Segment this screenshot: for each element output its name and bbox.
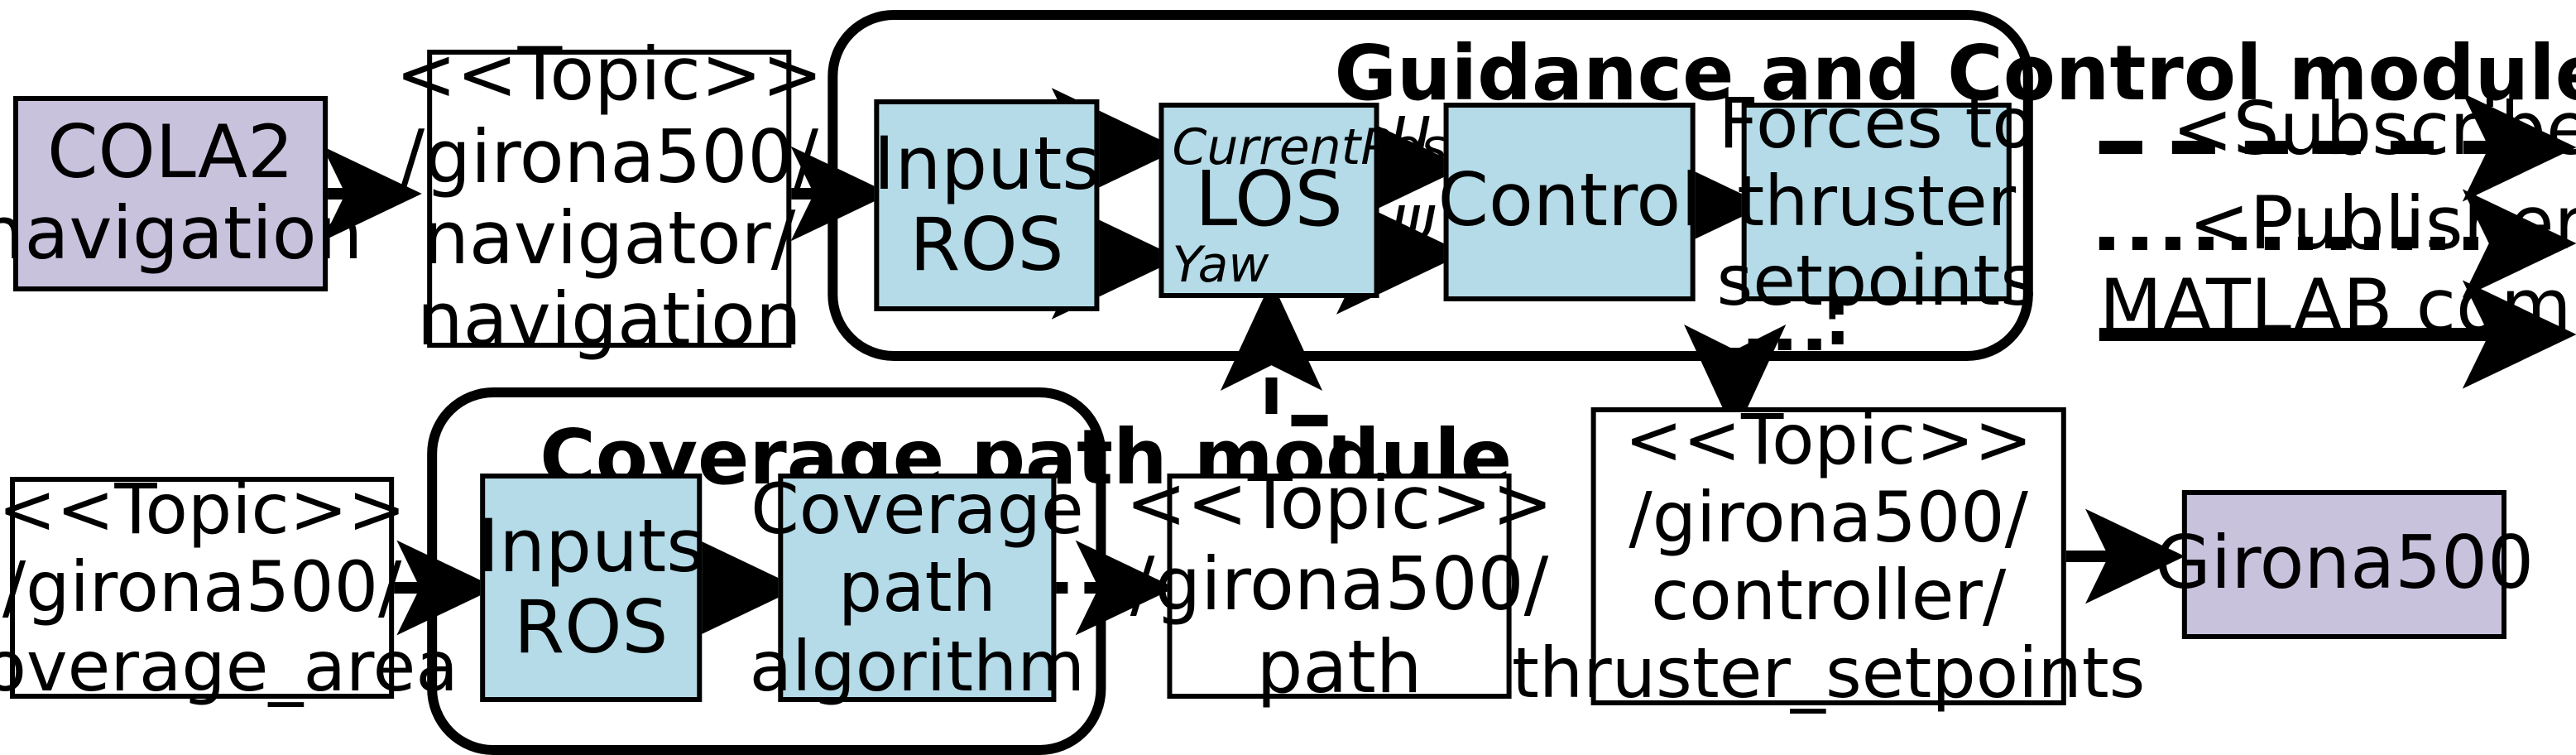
node-topic-thruster-setpoints[interactable]: <<Topic>> /girona500/ controller/ thrust…	[1512, 401, 2145, 712]
node-gc-forces-to-thruster-setpoints[interactable]: Forces to thruster setpoints	[1716, 85, 2036, 319]
node-topic-coverage-area[interactable]: <<Topic>> /girona500/ coverage_area	[0, 471, 458, 705]
node-topic-path[interactable]: <<Topic>> /girona500/ path	[1125, 464, 1552, 709]
node-girona500[interactable]: Girona500	[2155, 490, 2534, 639]
node-cp-algorithm-line1: Coverage	[751, 469, 1084, 551]
node-cp-algorithm-line2: path	[837, 546, 996, 628]
node-topic-thruster-setpoints-line4: thruster_setpoints	[1511, 632, 2146, 714]
node-topic-thruster-setpoints-line3: controller/	[1651, 555, 2007, 636]
node-gc-forces-line3: setpoints	[1716, 239, 2036, 321]
node-topic-coverage-area-line3: coverage_area	[0, 625, 458, 707]
node-gc-forces-line1: Forces to	[1718, 83, 2035, 165]
coverage-path-module	[427, 387, 1106, 755]
legend-subscriber-label: <Subscriber>	[2171, 88, 2576, 172]
guidance-control-module	[827, 10, 2033, 361]
node-gc-control[interactable]: Control	[1437, 103, 1701, 301]
node-girona500-line1: Girona500	[2154, 522, 2535, 607]
node-topic-path-line2: /girona500/	[1130, 543, 1549, 628]
node-gc-forces-line2: thruster	[1737, 161, 2017, 243]
node-gc-inputs-ros-line2: ROS	[909, 204, 1064, 288]
node-topic-thruster-setpoints-line1: <<Topic>>	[1624, 398, 2033, 480]
node-cp-inputs-ros-line1: Inputs	[477, 504, 705, 589]
node-cola2-navigation[interactable]: COLA2 navigation	[0, 96, 362, 291]
node-topic-coverage-area-line1: <<Topic>>	[0, 469, 406, 551]
node-gc-control-line1: Control	[1437, 159, 1701, 244]
node-topic-thruster-setpoints-line2: /girona500/	[1629, 476, 2028, 558]
node-cola2-navigation-line1: COLA2	[47, 110, 295, 195]
node-gc-los-line1: LOS	[1195, 154, 1343, 244]
node-gc-los-output-u-label: u	[1390, 93, 1433, 169]
node-topic-navigation-line2: /girona500/	[400, 115, 819, 200]
node-topic-coverage-area-line2: /girona500/	[2, 546, 402, 628]
node-cp-inputs-ros-line2: ROS	[514, 586, 669, 671]
node-gc-inputs-ros-line1: Inputs	[873, 122, 1101, 207]
node-topic-navigation-line4: navigation	[416, 278, 802, 363]
node-topic-navigation-line1: <<Topic>>	[396, 33, 823, 118]
node-topic-navigation-line3: navigator/	[423, 197, 796, 281]
node-gc-los-input-currentpose-label: CurrentPose	[1172, 119, 1478, 177]
node-topic-navigation[interactable]: <<Topic>> /girona500/ navigator/ navigat…	[396, 35, 823, 362]
legend-matlab-label: MATLAB commands	[2099, 265, 2576, 349]
node-cp-algorithm-line3: algorithm	[749, 625, 1086, 707]
node-gc-los-input-yaw-label: Yaw	[1172, 237, 1269, 295]
node-cp-coverage-path-algorithm[interactable]: Coverage path algorithm	[750, 471, 1086, 705]
legend-publisher-label: <Publisher>	[2188, 182, 2576, 267]
node-gc-los-output-psi-label: ψ	[1390, 182, 1435, 258]
node-cp-inputs-ros[interactable]: Inputs ROS	[477, 474, 705, 702]
node-cola2-navigation-line2: navigation	[0, 192, 363, 277]
node-gc-los[interactable]: LOS	[1158, 103, 1379, 298]
node-topic-path-line1: <<Topic>>	[1125, 462, 1553, 547]
node-topic-path-line3: path	[1256, 625, 1422, 710]
node-gc-inputs-ros[interactable]: Inputs ROS	[873, 99, 1101, 311]
